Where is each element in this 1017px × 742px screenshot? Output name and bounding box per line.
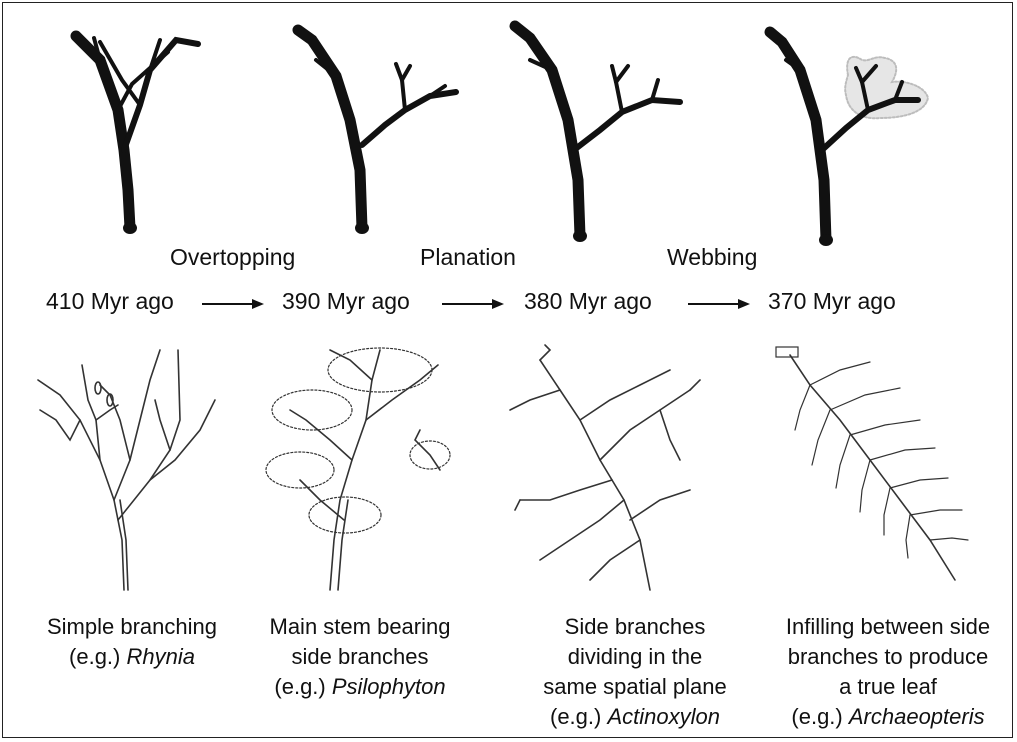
genus-name: Rhynia — [126, 644, 194, 669]
caption-line: Infilling between side — [768, 612, 1008, 642]
stage-2-schematic — [298, 30, 456, 234]
arrow-right-icon — [440, 288, 506, 316]
time-380: 380 Myr ago — [524, 288, 652, 315]
arrow-right-icon — [200, 288, 266, 316]
branching-stages — [0, 0, 1017, 260]
caption-line: Side branches — [510, 612, 760, 642]
caption-example: (e.g.) Rhynia — [22, 642, 242, 672]
process-planation: Planation — [420, 244, 516, 271]
genus-name: Archaeopteris — [849, 704, 985, 729]
caption-line: dividing in the — [510, 642, 760, 672]
caption-line: Main stem bearing — [250, 612, 470, 642]
process-webbing: Webbing — [667, 244, 757, 271]
caption-psilophyton: Main stem bearing side branches (e.g.) P… — [250, 612, 470, 702]
time-410: 410 Myr ago — [46, 288, 174, 315]
caption-line: Simple branching — [22, 612, 242, 642]
caption-line: same spatial plane — [510, 672, 760, 702]
caption-line: branches to produce — [768, 642, 1008, 672]
caption-actinoxylon: Side branches dividing in the same spati… — [510, 612, 760, 732]
caption-example: (e.g.) Actinoxylon — [510, 702, 760, 732]
stage-1-schematic — [76, 36, 198, 234]
caption-archaeopteris: Infilling between side branches to produ… — [768, 612, 1008, 732]
process-overtopping: Overtopping — [170, 244, 295, 271]
caption-rhynia: Simple branching (e.g.) Rhynia — [22, 612, 242, 672]
genus-name: Psilophyton — [332, 674, 446, 699]
time-390: 390 Myr ago — [282, 288, 410, 315]
caption-example: (e.g.) Archaeopteris — [768, 702, 1008, 732]
genus-name: Actinoxylon — [607, 704, 720, 729]
stage-4-schematic — [770, 32, 928, 246]
time-370: 370 Myr ago — [768, 288, 896, 315]
arrow-right-icon — [686, 288, 752, 316]
caption-line: a true leaf — [768, 672, 1008, 702]
stage-3-schematic — [515, 26, 680, 242]
caption-example: (e.g.) Psilophyton — [250, 672, 470, 702]
caption-line: side branches — [250, 642, 470, 672]
